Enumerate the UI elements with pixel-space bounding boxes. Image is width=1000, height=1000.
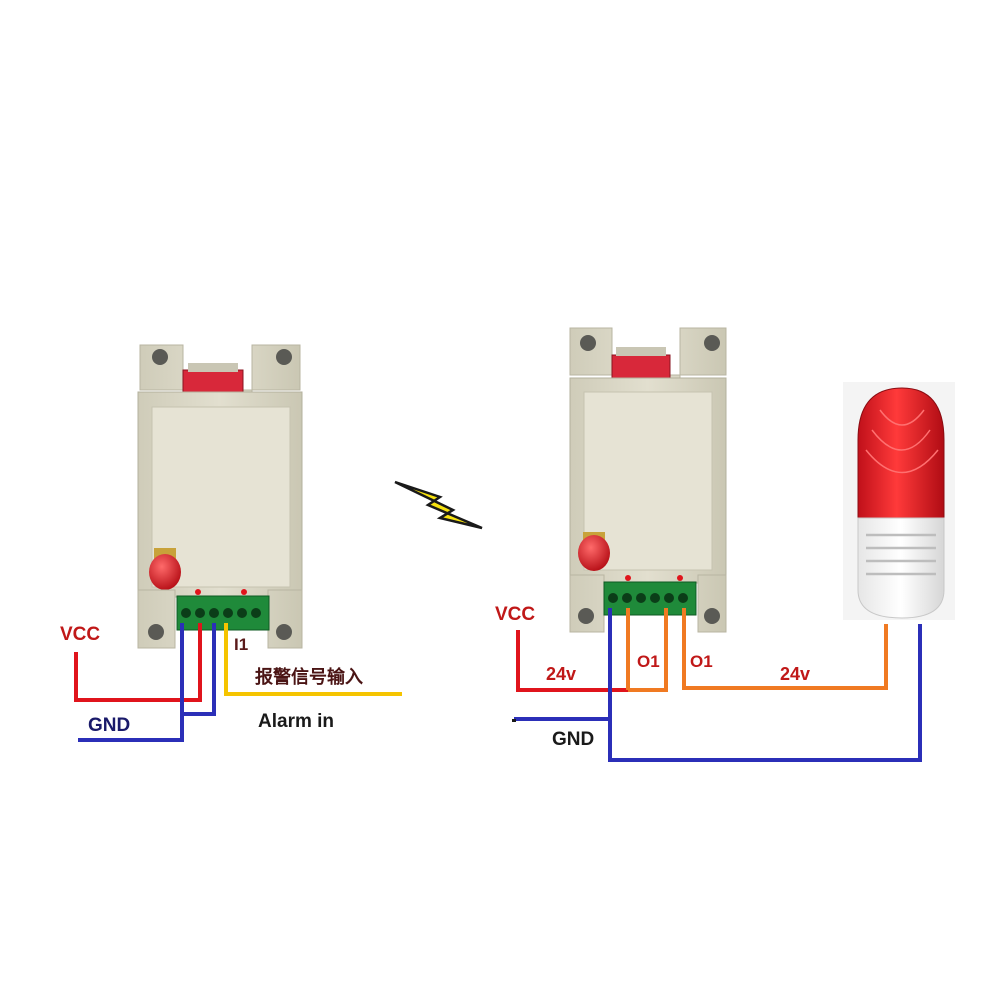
right-gnd-return-wire: [608, 608, 922, 762]
right-wiring: [512, 608, 922, 762]
wireless-signal-icon: [394, 480, 483, 530]
alarm-input-en-label: Alarm in: [258, 711, 334, 732]
right-24v-right-label: 24v: [780, 664, 810, 684]
left-module: [137, 344, 303, 649]
antenna-icon: [578, 532, 610, 571]
right-24v-left-label: 24v: [546, 664, 576, 684]
left-module-screw-hole: [276, 349, 292, 365]
right-gnd-label: GND: [552, 729, 594, 750]
right-o1-right-label: O1: [690, 652, 713, 671]
antenna-icon: [149, 548, 181, 590]
left-gnd-wire: [78, 623, 184, 742]
right-module-bottom-ear: [569, 574, 727, 633]
right-o1-wire: [628, 608, 668, 692]
left-vcc-wire: [74, 623, 202, 702]
left-wiring: [74, 623, 402, 742]
terminal-block-icon: [603, 575, 697, 616]
right-vcc-label: VCC: [495, 604, 535, 625]
left-gnd-wire-2: [182, 623, 216, 716]
right-vcc-wire: [516, 630, 628, 692]
left-input-wire: [224, 623, 402, 696]
left-module-screw-hole: [152, 349, 168, 365]
alarm-input-cn-label: 报警信号输入: [255, 666, 363, 687]
right-o1-left-label: O1: [637, 652, 660, 671]
left-vcc-label: VCC: [60, 624, 100, 645]
left-gnd-label: GND: [88, 715, 130, 736]
left-input-label: I1: [234, 635, 248, 654]
right-o1-out-wire: [682, 608, 888, 690]
terminal-block-icon: [176, 589, 270, 631]
alarm-beacon-icon: [843, 382, 955, 620]
right-module: [569, 327, 727, 633]
